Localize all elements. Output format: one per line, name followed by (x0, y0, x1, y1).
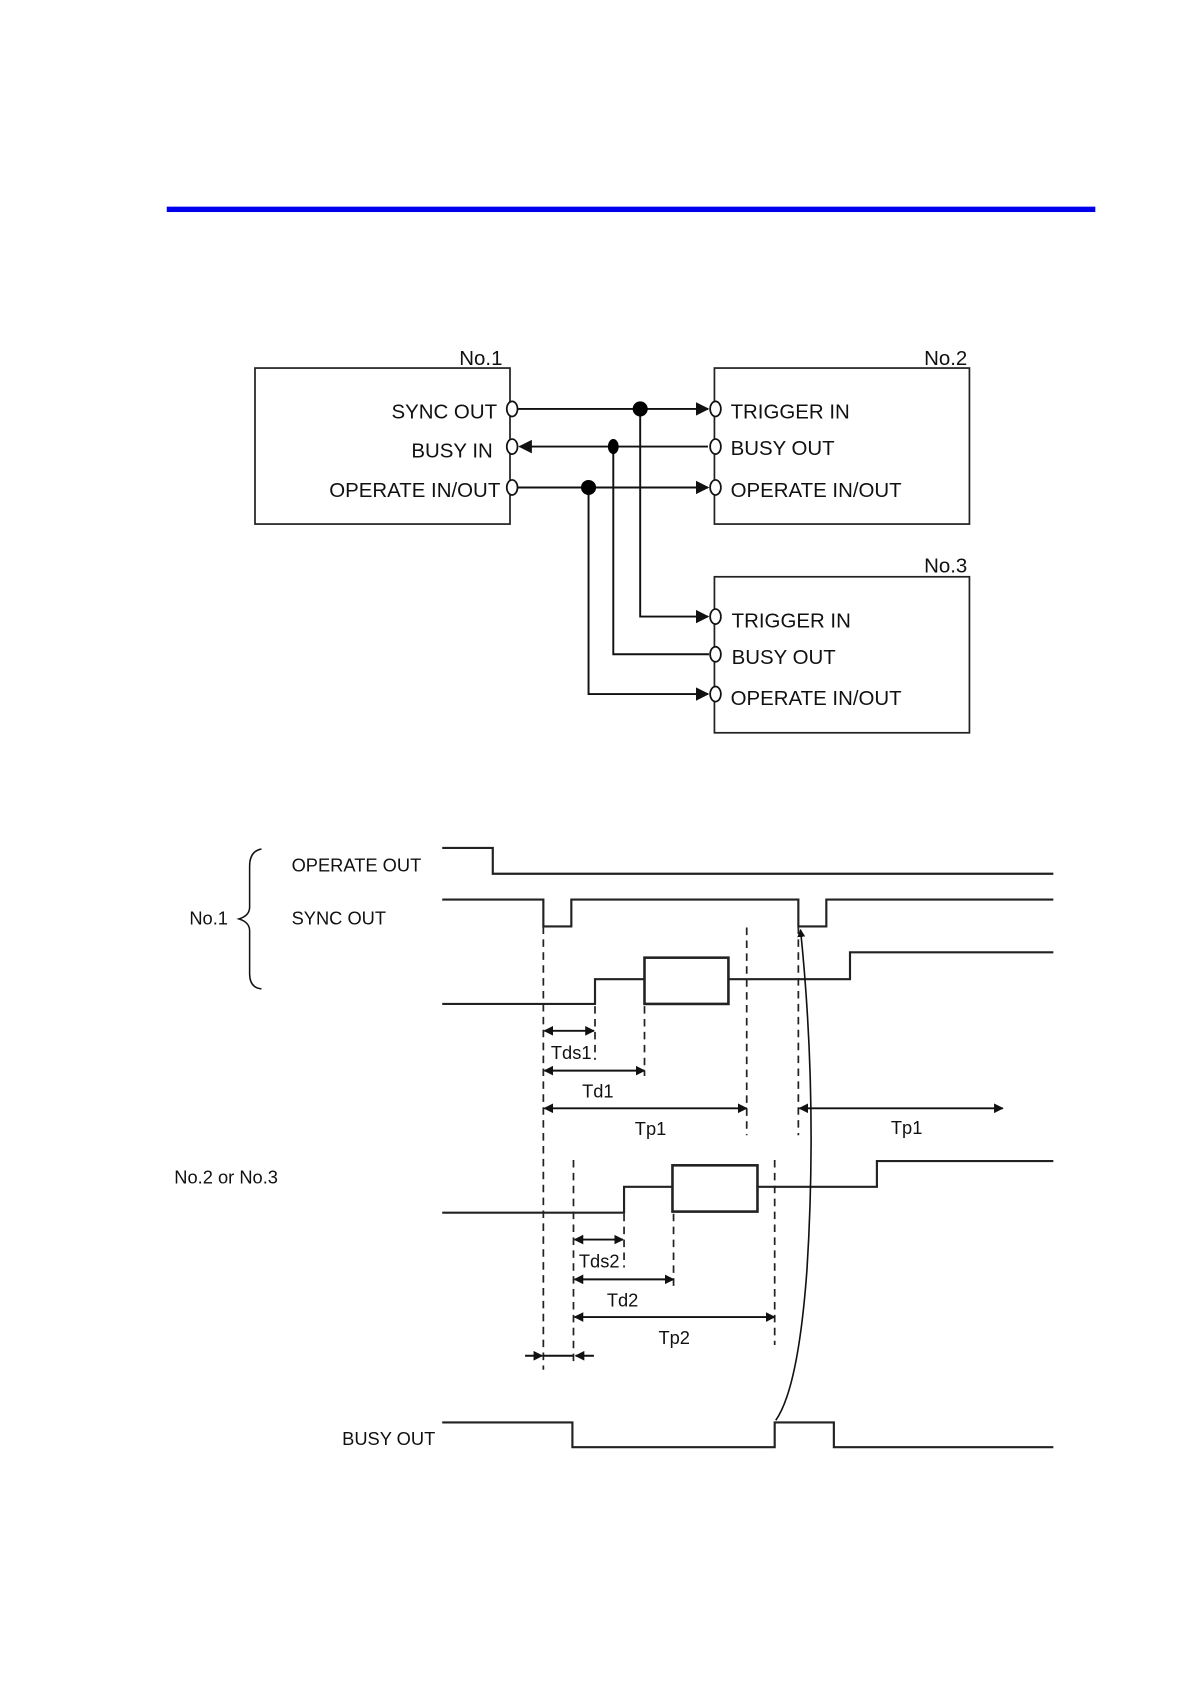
group-no1-label: No.1 (189, 907, 228, 928)
no3-operate-label: OPERATE IN/OUT (731, 687, 903, 710)
unit-no3-label: No.3 (924, 554, 967, 577)
label-tp1: Tp1 (635, 1118, 667, 1139)
terminal-no1-busy-in (505, 438, 519, 455)
unit-no2: No.2 TRIGGER IN BUSY OUT OPERATE IN/OUT (713, 347, 971, 525)
brace-icon (236, 848, 262, 990)
terminal-no1-operate (505, 479, 519, 496)
no1-operate-label: OPERATE IN/OUT (329, 479, 501, 502)
terminal-no3-trigger-in (709, 608, 722, 625)
wire-no3-busy (612, 446, 710, 656)
unit-no1-box (254, 367, 511, 525)
no3-busy-out-label: BUSY OUT (732, 646, 837, 669)
timing-labels: No.1 OPERATE OUT SYNC OUT No.2 or No.3 B… (174, 848, 435, 1449)
label-td2: Td2 (607, 1289, 639, 1310)
label-tp2: Tp2 (658, 1327, 690, 1348)
terminal-no1-sync-out (505, 400, 519, 418)
unit-no2-label: No.2 (924, 347, 967, 370)
header-rule (166, 206, 1096, 213)
wave-no1-process-b (728, 951, 1054, 981)
label-tds2: Tds2 (579, 1251, 620, 1272)
unit-no1: No.1 SYNC OUT BUSY IN OPERATE IN/OUT (254, 347, 511, 525)
busy-out-label: BUSY OUT (342, 1428, 435, 1449)
unit-no3-box (713, 575, 971, 734)
no2-busy-out-label: BUSY OUT (731, 437, 836, 460)
interval-arrows: Tds1 Td1 Tp1 Tp1 Tds2 Td2 Tp2 (525, 928, 1004, 1421)
wave-no1-process-a (442, 978, 645, 1006)
wire-sync-to-no3-trigger (639, 408, 710, 624)
timing-guides (542, 926, 800, 1370)
wave-no23-process-b (757, 1159, 1054, 1188)
group-no23-label: No.2 or No.3 (174, 1167, 278, 1188)
junction-dot (632, 401, 648, 417)
no1-process-block (643, 956, 730, 1006)
no1-sync-out-label: SYNC OUT (391, 401, 497, 424)
unit-no1-label: No.1 (459, 347, 502, 370)
junction-dot (581, 479, 597, 496)
no2-trigger-in-label: TRIGGER IN (731, 401, 850, 424)
operate-out-label: OPERATE OUT (292, 855, 422, 876)
terminal-no2-operate (709, 479, 722, 496)
no2-operate-label: OPERATE IN/OUT (731, 479, 903, 502)
wave-operate-out (442, 846, 1054, 875)
sync-out-label: SYNC OUT (292, 907, 386, 928)
label-td1: Td1 (582, 1081, 614, 1102)
label-tp1-next: Tp1 (891, 1117, 923, 1138)
wave-sync-out (442, 898, 1054, 928)
no1-busy-in-label: BUSY IN (411, 439, 492, 462)
wiring (517, 401, 710, 701)
wave-no23-process-a (442, 1185, 673, 1214)
wire-operate-to-no3 (587, 487, 710, 701)
waveforms (442, 846, 1054, 1449)
terminal-no2-trigger-in (709, 400, 722, 418)
wave-busy-out (442, 1421, 1054, 1449)
arrow-busy-to-sync (775, 928, 812, 1421)
no3-trigger-in-label: TRIGGER IN (732, 609, 851, 632)
terminals (505, 400, 722, 703)
label-tds1: Tds1 (551, 1042, 592, 1063)
unit-no3: No.3 TRIGGER IN BUSY OUT OPERATE IN/OUT (713, 554, 971, 734)
unit-no2-box (713, 367, 971, 525)
terminal-no2-busy-out (709, 438, 722, 455)
terminal-no3-busy-out (709, 645, 722, 663)
no23-process-block (671, 1164, 759, 1213)
junction-dot (607, 439, 619, 455)
terminal-no3-operate (709, 685, 722, 703)
